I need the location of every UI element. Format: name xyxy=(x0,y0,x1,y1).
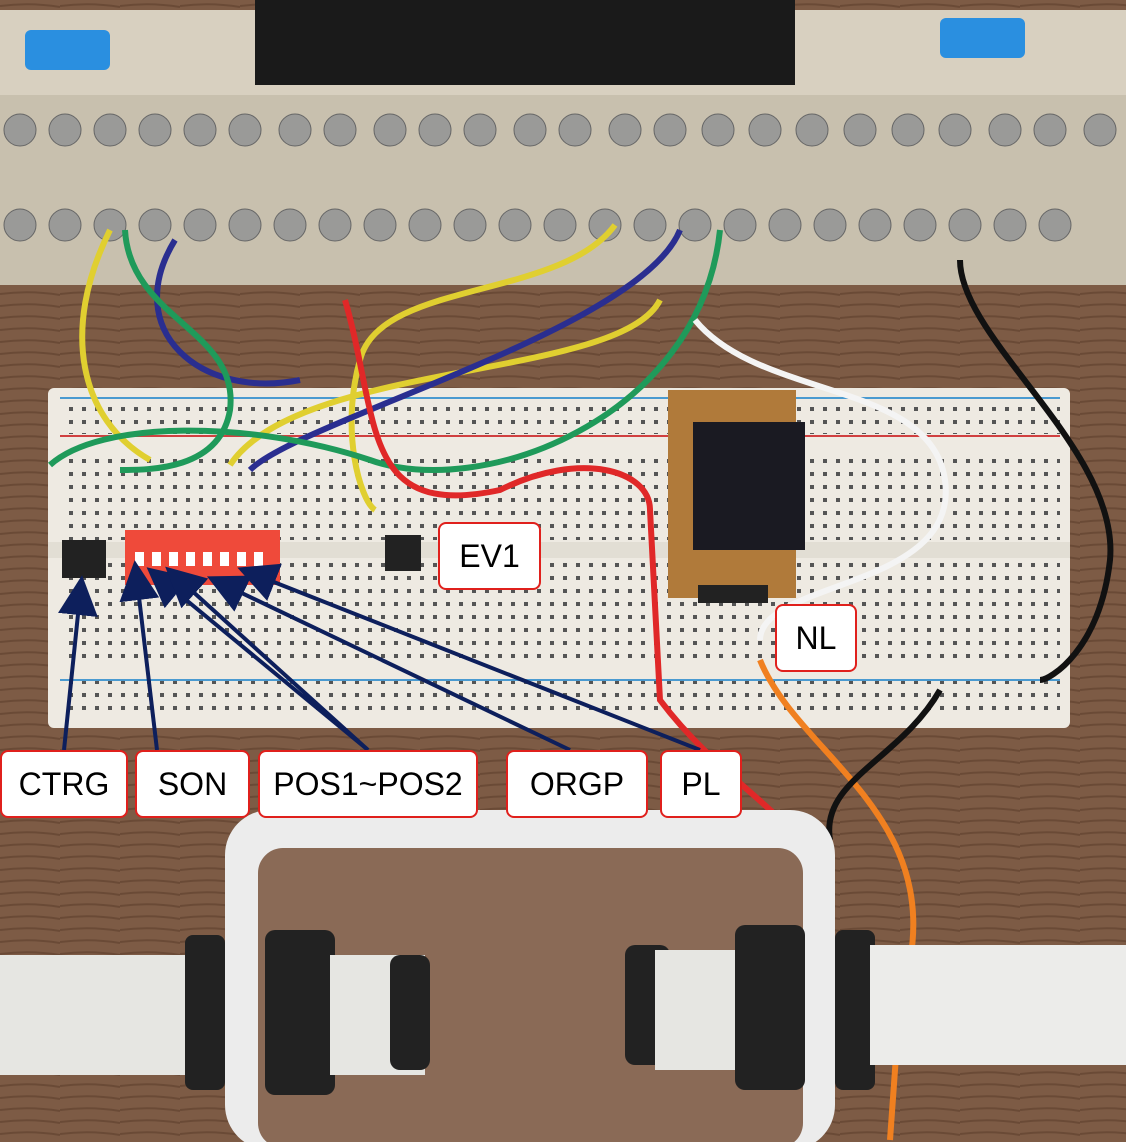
label-son: SON xyxy=(135,750,250,818)
arrow-pos xyxy=(146,567,370,752)
jumper-wires xyxy=(47,223,1114,1141)
arrow-son xyxy=(119,560,160,751)
label-nl: NL xyxy=(775,604,857,672)
label-pos1-pos2: POS1~POS2 xyxy=(258,750,478,818)
push-button-ev1 xyxy=(385,535,421,571)
label-orgp: ORGP xyxy=(506,750,648,818)
label-pl: PL xyxy=(660,750,742,818)
terminal-block xyxy=(0,0,1126,285)
proximity-sensor-right xyxy=(625,925,1126,1090)
proximity-sensor-left xyxy=(0,930,430,1095)
arrow-orgp xyxy=(206,575,571,752)
push-button-ctrg xyxy=(62,540,106,578)
annotation-arrows xyxy=(58,560,701,752)
arrow-ctrg xyxy=(58,575,98,751)
arrow-pl xyxy=(237,563,701,752)
relay-module xyxy=(668,390,805,603)
label-ctrg: CTRG xyxy=(0,750,128,818)
label-ev1: EV1 xyxy=(438,522,541,590)
